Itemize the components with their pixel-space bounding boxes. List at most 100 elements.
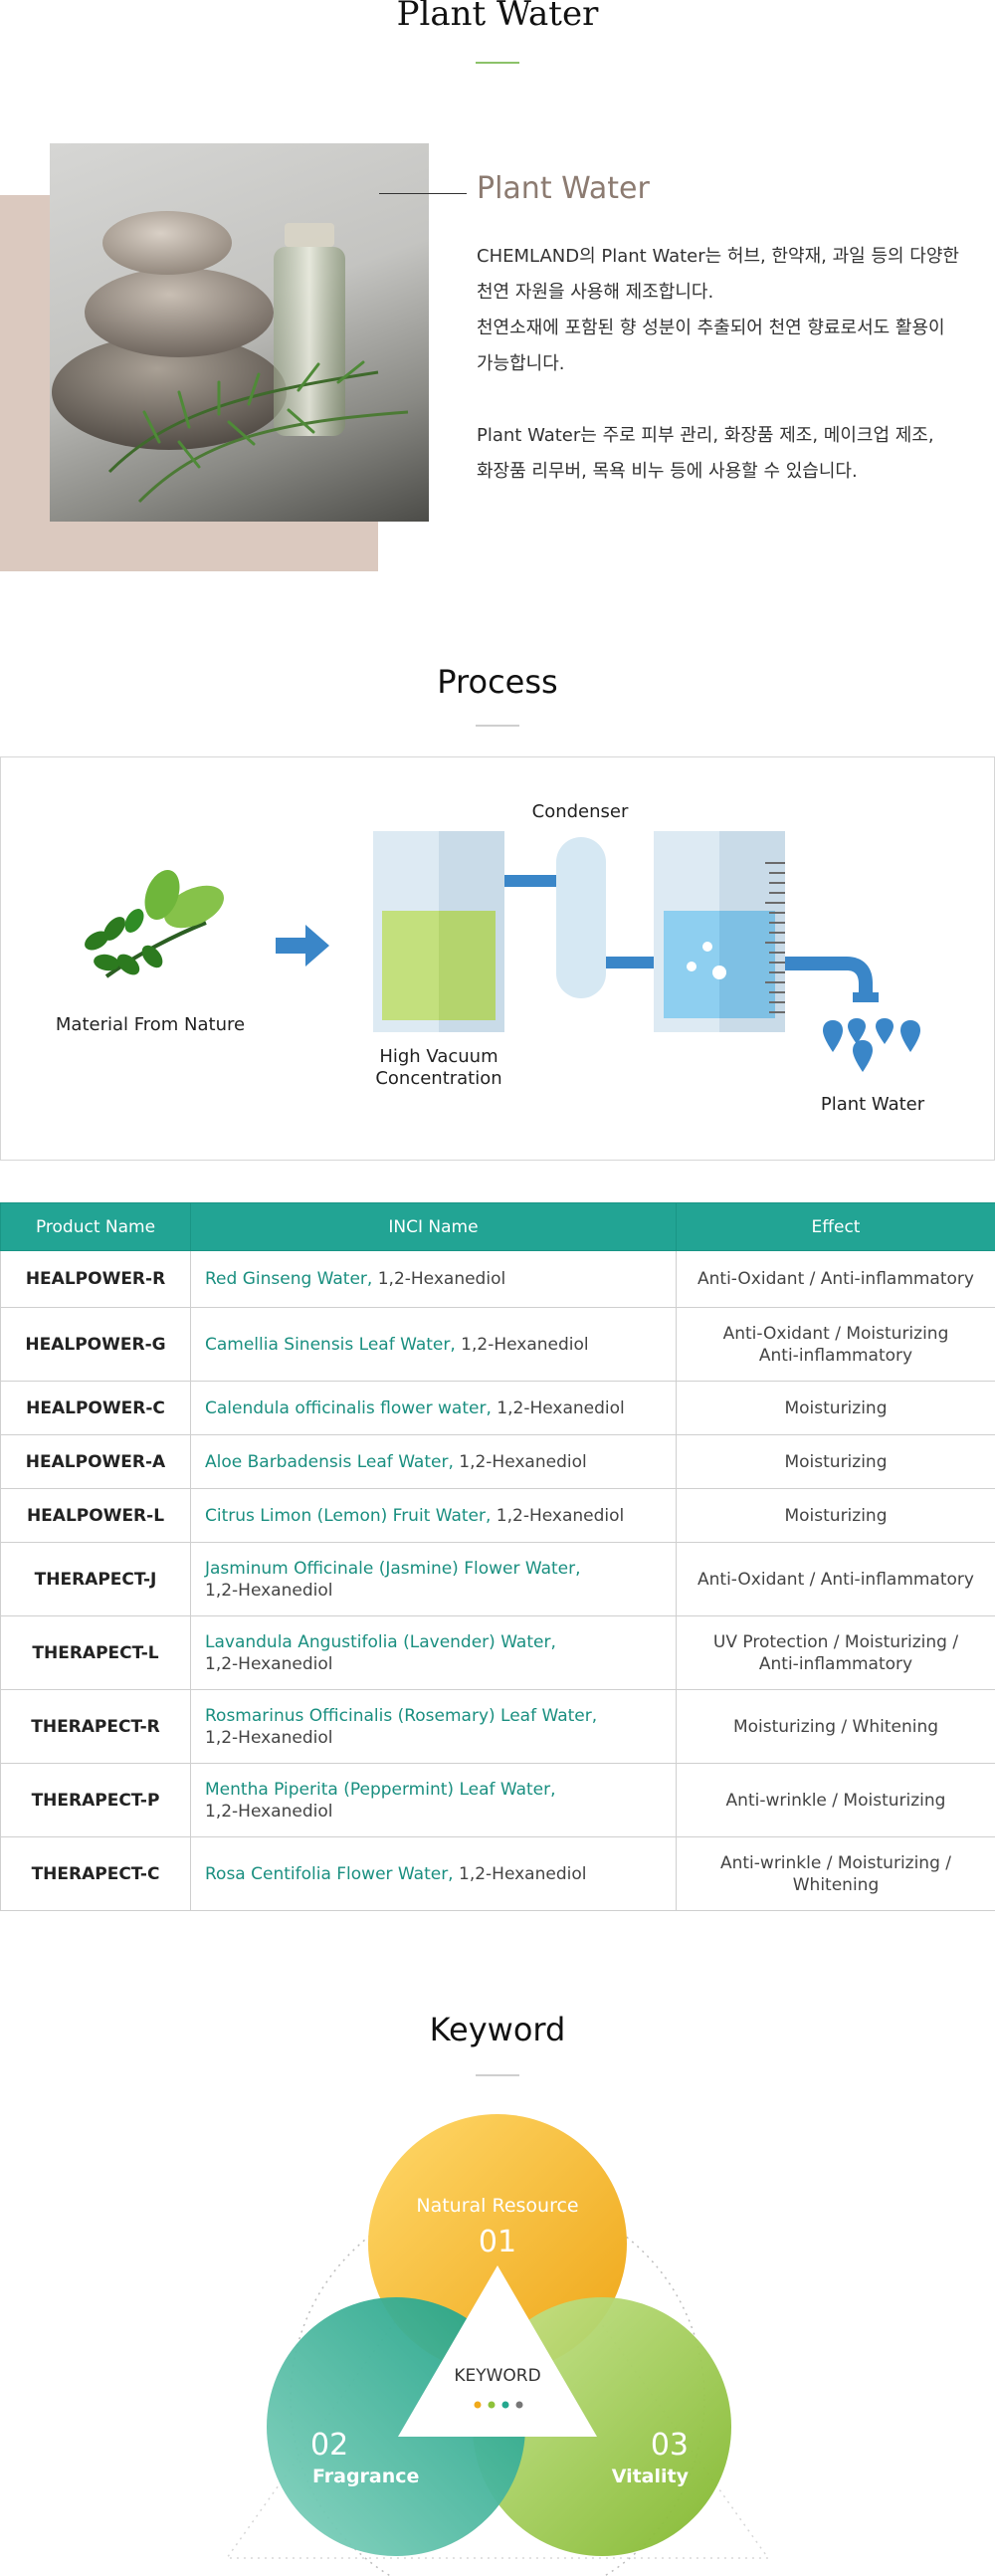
effect-cell: Moisturizing [676, 1488, 995, 1543]
inci-additive: 1,2-Hexanediol [205, 1580, 333, 1601]
inci-name-cell: Citrus Limon (Lemon) Fruit Water, 1,2-He… [190, 1488, 677, 1543]
keyword-title-rule [476, 2074, 519, 2076]
header-product-name: Product Name [0, 1202, 191, 1251]
keyword-section-title: Keyword [429, 2011, 566, 2048]
effect-cell: Anti-wrinkle / Moisturizing [676, 1763, 995, 1837]
keyword-2-label: Fragrance [312, 2466, 419, 2487]
inci-main-name: Calendula officinalis flower water, [205, 1397, 492, 1418]
product-name-cell: THERAPECT-J [0, 1542, 191, 1616]
inci-main-name: Rosa Centifolia Flower Water, [205, 1863, 454, 1884]
inci-additive: 1,2-Hexanediol [453, 1863, 587, 1884]
keyword-3-number: 03 [651, 2428, 689, 2463]
effect-cell: Moisturizing [676, 1434, 995, 1489]
keyword-center-label: KEYWORD [454, 2366, 540, 2386]
product-name-cell: HEALPOWER-G [0, 1307, 191, 1382]
pipe-icon [504, 875, 556, 887]
leaf-icon [85, 869, 224, 978]
inci-main-name: Citrus Limon (Lemon) Fruit Water, [205, 1505, 492, 1526]
process-section-title: Process [437, 663, 558, 701]
output-label: Plant Water [820, 1094, 925, 1115]
inci-name-cell: Mentha Piperita (Peppermint) Leaf Water,… [190, 1763, 677, 1837]
collection-tank-icon [654, 831, 785, 1032]
effect-cell: Anti-Oxidant / Moisturizing Anti-inflamm… [676, 1307, 995, 1382]
inci-main-name: Rosmarinus Officinalis (Rosemary) Leaf W… [205, 1705, 598, 1726]
faucet-icon [785, 957, 873, 992]
pipe-icon [606, 957, 654, 968]
inci-main-name: Jasminum Officinale (Jasmine) Flower Wat… [205, 1558, 581, 1579]
keyword-1-label: Natural Resource [416, 2195, 578, 2217]
inci-main-name: Lavandula Angustifolia (Lavender) Water, [205, 1631, 556, 1652]
product-name-cell: HEALPOWER-R [0, 1250, 191, 1308]
keyword-3-label: Vitality [612, 2466, 690, 2487]
inci-main-name: Camellia Sinensis Leaf Water, [205, 1334, 456, 1355]
inci-name-cell: Aloe Barbadensis Leaf Water, 1,2-Hexaned… [190, 1434, 677, 1489]
inci-additive: 1,2-Hexanediol [372, 1269, 506, 1289]
effect-cell: Anti-Oxidant / Anti-inflammatory [676, 1250, 995, 1308]
header-effect: Effect [676, 1202, 995, 1251]
intro-title-rule [476, 62, 519, 64]
intro-description: CHEMLAND의 Plant Water는 허브, 한약재, 과일 등의 다양… [477, 239, 984, 490]
product-name-cell: THERAPECT-C [0, 1836, 191, 1911]
inci-additive: 1,2-Hexanediol [455, 1334, 589, 1355]
intro-paragraph-1: CHEMLAND의 Plant Water는 허브, 한약재, 과일 등의 다양… [477, 246, 959, 374]
inci-additive: 1,2-Hexanediol [205, 1801, 333, 1822]
keyword-venn-diagram: KEYWORD Natural Resource 01 02 Fragrance… [225, 2114, 770, 2576]
inci-additive: 1,2-Hexanediol [205, 1727, 333, 1748]
product-name-cell: HEALPOWER-C [0, 1381, 191, 1435]
intro-photo [50, 143, 429, 522]
concentration-label-line-1: High Vacuum [379, 1046, 498, 1067]
condenser-icon [556, 837, 606, 998]
effect-cell: Anti-Oxidant / Anti-inflammatory [676, 1542, 995, 1616]
water-drops-icon [823, 1018, 920, 1072]
intro-connector-line [379, 193, 467, 194]
inci-main-name: Aloe Barbadensis Leaf Water, [205, 1451, 454, 1472]
table-row: THERAPECT-R Rosmarinus Officinalis (Rosem… [0, 1689, 995, 1764]
product-name-cell: THERAPECT-L [0, 1615, 191, 1690]
product-table: Product Name INCI Name Effect HEALPOWER-… [0, 1202, 995, 1911]
keyword-center-triangle [398, 2265, 597, 2437]
inci-name-cell: Rosa Centifolia Flower Water, 1,2-Hexane… [190, 1836, 677, 1911]
inci-name-cell: Rosmarinus Officinalis (Rosemary) Leaf W… [190, 1689, 677, 1764]
intro-paragraph-2: Plant Water는 주로 피부 관리, 화장품 제조, 메이크업 제조, … [477, 425, 934, 482]
process-title-rule [476, 725, 519, 727]
arrow-right-icon [276, 925, 329, 966]
inci-additive: 1,2-Hexanediol [453, 1451, 587, 1472]
keyword-2-number: 02 [310, 2428, 348, 2463]
vacuum-tank-icon [373, 831, 504, 1032]
material-label: Material From Nature [55, 1014, 246, 1035]
table-row: THERAPECT-J Jasminum Officinale (Jasmine)… [0, 1542, 995, 1616]
effect-cell: Moisturizing / Whitening [676, 1689, 995, 1764]
process-diagram: Material From Nature High Vacuum Concent… [0, 756, 995, 1161]
condenser-label: Condenser [531, 801, 629, 822]
inci-main-name: Red Ginseng Water, [205, 1269, 373, 1289]
product-name-cell: THERAPECT-P [0, 1763, 191, 1837]
keyword-1-number: 01 [479, 2225, 516, 2259]
intro-title: Plant Water [477, 171, 650, 206]
inci-additive: 1,2-Hexanediol [205, 1653, 333, 1674]
product-name-cell: HEALPOWER-A [0, 1434, 191, 1489]
effect-cell: Moisturizing [676, 1381, 995, 1435]
product-name-cell: HEALPOWER-L [0, 1488, 191, 1543]
inci-name-cell: Lavandula Angustifolia (Lavender) Water,… [190, 1615, 677, 1690]
effect-cell: UV Protection / Moisturizing / Anti-infl… [676, 1615, 995, 1690]
product-name-cell: THERAPECT-R [0, 1689, 191, 1764]
table-header-row: Product Name INCI Name Effect [0, 1202, 995, 1251]
inci-main-name: Mentha Piperita (Peppermint) Leaf Water, [205, 1779, 556, 1800]
process-diagram-graphic [85, 831, 920, 1072]
concentration-label-line-2: Concentration [375, 1068, 502, 1089]
inci-name-cell: Red Ginseng Water, 1,2-Hexanediol [190, 1250, 677, 1308]
inci-additive: 1,2-Hexanediol [491, 1505, 625, 1526]
intro-section-title: Plant Water [396, 0, 599, 34]
inci-name-cell: Calendula officinalis flower water, 1,2-… [190, 1381, 677, 1435]
inci-name-cell: Camellia Sinensis Leaf Water, 1,2-Hexane… [190, 1307, 677, 1382]
effect-cell: Anti-wrinkle / Moisturizing / Whitening [676, 1836, 995, 1911]
stones-bottle-illustration [52, 211, 409, 504]
